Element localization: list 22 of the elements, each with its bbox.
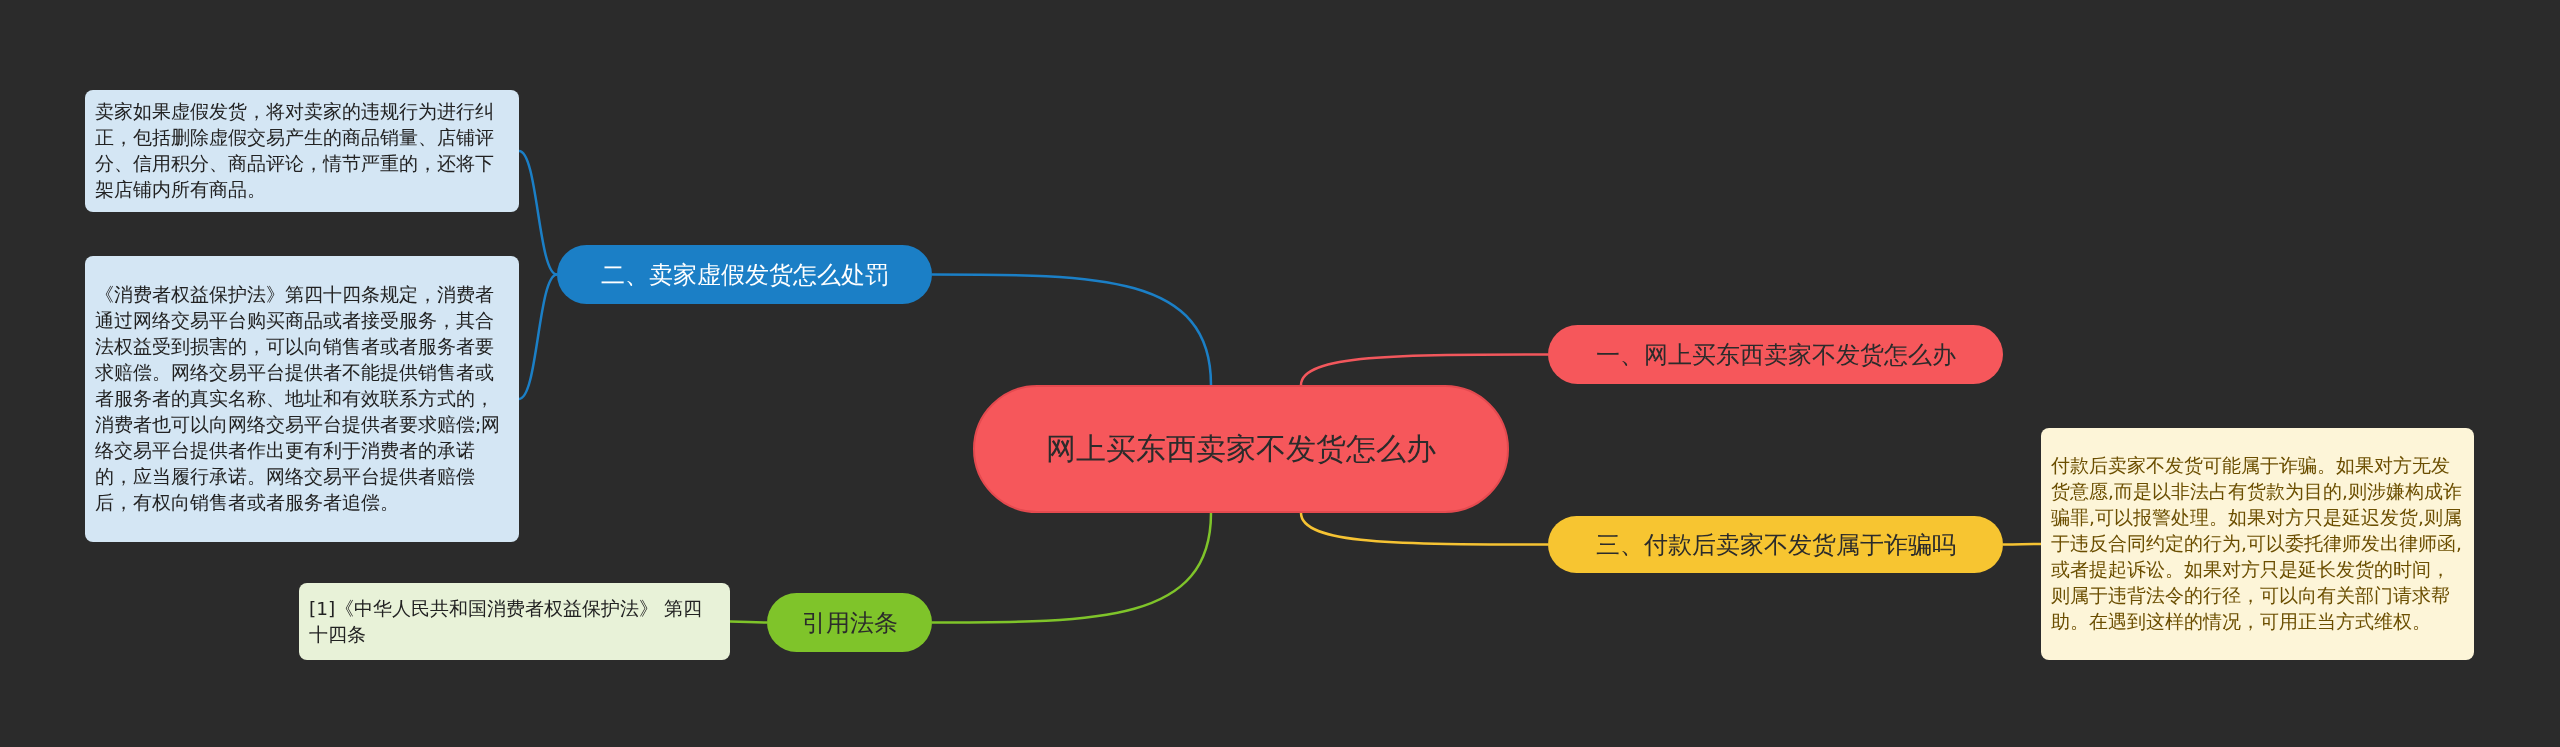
connector-line [1299,512,1548,546]
note-box [85,256,519,542]
note-box [299,583,730,660]
connector-line [518,273,558,401]
topic-label: 二、卖家虚假发货怎么处罚 [600,259,889,291]
connector-line [2003,542,2041,546]
note-text: [1]《中华人民共和国消费者权益保护法》 第四十四条 [309,596,704,647]
topic-label: 一、网上买东西卖家不发货怎么办 [1595,339,1956,371]
note-box [2041,428,2474,660]
topic-label: 三、付款后卖家不发货属于诈骗吗 [1595,529,1956,561]
note-box [85,90,519,212]
connector-line [932,273,1213,386]
topic-box [1548,516,2003,573]
note-text: 付款后卖家不发货可能属于诈骗。如果对方无发货意愿,而是以非法占有货款为目的,则涉嫌构成诈骗罪,可以报警处理。如果对方只是延迟发货,则属于违反合同约定的行为,可以委托律师发出律师函,或者提起诉讼。如果对方只是延长发货的时间，则属于违背法令的行径，可以向有关部门请求帮助。在遇到这样的情况，可用正当方式维权。 [2051,454,2463,634]
topic-label: 网上买东西卖家不发货怎么办 [1046,430,1436,469]
topic-label: 引用法条 [801,607,898,639]
connector-line [1299,353,1548,386]
connector-line [932,512,1213,624]
connector-line [518,149,558,276]
note-text: 卖家如果虚假发货，将对卖家的违规行为进行纠正，包括删除虚假交易产生的商品销量、店铺评分、信用积分、商品评论，情节严重的，还将下架店铺内所有商品。 [95,100,495,202]
connector-line [730,620,767,624]
note-text: 《消费者权益保护法》第四十四条规定，消费者通过网络交易平台购买商品或者接受服务，其合法权益受到损害的，可以向销售者或者服务者要求赔偿。网络交易平台提供者不能提供销售者或者服务者的真实名称、地址和有效联系方式的，消费者也可以向网络交易平台提供者要求赔偿;网络交易平台提供者作出更有利于消费者的承诺的，应当履行承诺。网络交易平台提供者赔偿后，有权向销售者或者服务者追偿。 [95,283,502,515]
